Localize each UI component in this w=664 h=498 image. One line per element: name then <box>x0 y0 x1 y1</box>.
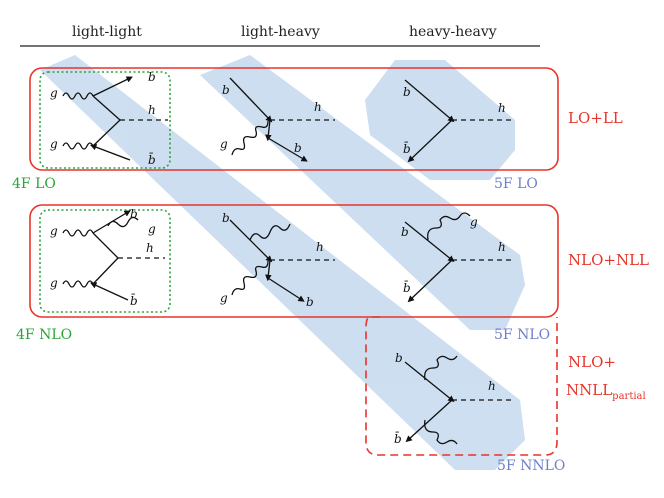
band-heavy-heavy <box>365 60 515 180</box>
lh-lo-h: h <box>314 100 322 114</box>
hh-nlo-g: g <box>470 215 478 229</box>
row-label-nnll-partial: NNLLpartial <box>566 383 646 402</box>
nnll-text: NNLL <box>566 381 613 399</box>
row-label-lo-ll: LO+LL <box>568 109 623 127</box>
ll-nlo-g2: g <box>50 276 58 290</box>
ll-lo-g1: g <box>50 86 58 100</box>
ll-nlo-bbar: b̄ <box>130 292 138 308</box>
partial-subscript: partial <box>612 391 646 402</box>
lh-nlo-b2: b <box>306 295 314 309</box>
lh-nlo-g: g <box>220 291 228 305</box>
row-box-nlo-nll <box>29 204 559 318</box>
ll-nlo-g1: g <box>50 224 58 238</box>
hh-nlo-h: h <box>498 240 506 254</box>
hh-lo-bbar: b̄ <box>403 140 411 156</box>
label-5f-lo: 5F LO <box>494 176 538 192</box>
hh-nnlo-b: b <box>395 351 403 365</box>
ll-lo-h: h <box>148 103 156 117</box>
row-box-lo-ll <box>29 67 559 171</box>
ll-lo-b: b <box>148 70 156 84</box>
ll-lo-bbar: b̄ <box>148 151 156 167</box>
ll-nlo-g3: g <box>148 222 156 236</box>
feynman-ll-nlo <box>62 210 165 301</box>
hh-lo-h: h <box>498 101 506 115</box>
feynman-hh-nlo <box>404 212 515 303</box>
column-header-light-light: light-light <box>72 24 142 40</box>
lh-lo-g: g <box>220 137 228 151</box>
label-5f-nlo: 5F NLO <box>494 327 551 343</box>
row-label-nlo-nll: NLO+NLL <box>568 251 649 269</box>
column-header-heavy-heavy: heavy-heavy <box>409 24 497 40</box>
feynman-lh-nlo <box>229 219 335 302</box>
feynman-ll-lo <box>62 76 168 161</box>
feynman-lh-lo <box>229 77 335 162</box>
label-5f-nnlo: 5F NNLO <box>497 458 566 474</box>
feynman-hh-nnlo <box>404 355 512 445</box>
band-4f-lo-to-5f-nnlo <box>40 55 525 470</box>
band-light-heavy <box>200 55 525 330</box>
lh-lo-b1: b <box>222 83 230 97</box>
hh-nlo-bbar: b̄ <box>403 279 411 295</box>
lh-lo-b2: b <box>294 141 302 155</box>
label-4f-lo: 4F LO <box>12 176 56 192</box>
blue-bands <box>40 55 525 470</box>
lh-nlo-h: h <box>316 240 324 254</box>
feynman-hh-lo <box>404 79 515 163</box>
hh-nnlo-h: h <box>488 379 496 393</box>
green-box-4f-lo <box>39 71 171 169</box>
column-header-light-heavy: light-heavy <box>241 24 320 40</box>
ll-nlo-h: h <box>146 241 154 255</box>
row-box-nlo-nnll-partial <box>365 316 558 456</box>
ll-nlo-b: b <box>130 207 138 221</box>
ll-lo-g2: g <box>50 137 58 151</box>
lh-nlo-b1: b <box>222 211 230 225</box>
label-4f-nlo: 4F NLO <box>16 327 73 343</box>
hh-lo-b: b <box>403 85 411 99</box>
hh-nlo-b: b <box>401 225 409 239</box>
hh-nnlo-bbar: b̄ <box>394 430 402 446</box>
row-label-nlo-plus: NLO+ <box>568 353 616 371</box>
